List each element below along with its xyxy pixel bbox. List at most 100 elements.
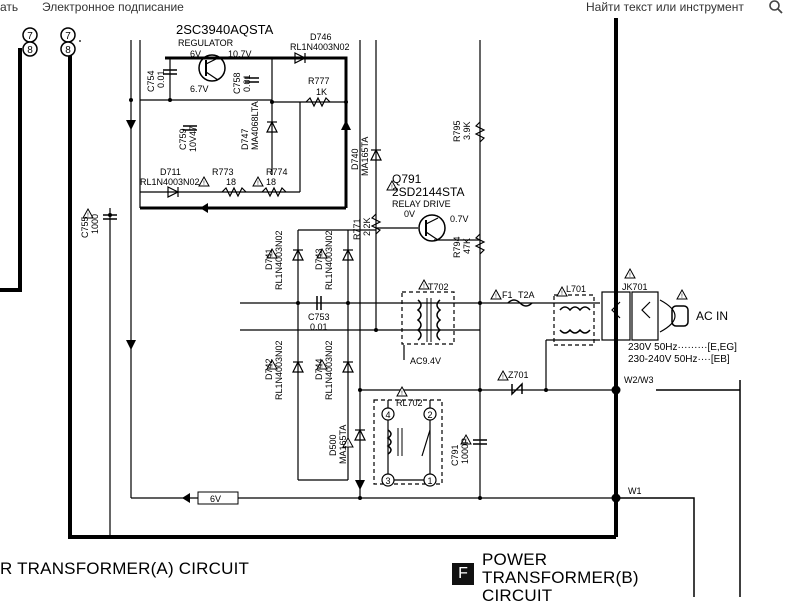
w2w3-label: W2/W3 [624,375,654,385]
relay-pin: 2 [427,410,432,420]
r794-ref: R794 [452,236,462,258]
c759-ref: C759 [178,128,188,150]
q791-part: 2SD2144STA [392,185,465,199]
c754-ref: C754 [146,70,156,92]
d747-part: MA4068LTA [250,101,260,150]
pin-label: 7 [27,31,33,42]
line-filter-l701 [553,294,595,346]
d744-ref: D744 [314,358,324,380]
r771-value: 2.2K [362,217,372,236]
signal-arrows [126,120,365,503]
r777-ref: R777 [308,76,330,86]
mains-spec-2: 230-240V 50Hz····[EB] [628,354,730,365]
viewer-toolbar: ать Электронное подписание Найти текст и… [0,0,800,20]
toolbar-item-fragment[interactable]: ать [0,0,19,14]
section-title-power: POWER [482,550,548,569]
relay-drive-transistor [418,214,446,242]
relay-rl702 [373,399,443,487]
d740-ref: D740 [350,148,360,170]
capacitor-symbols [103,69,487,445]
r795-ref: R795 [452,120,462,142]
c753-ref: C753 [308,312,330,322]
d711-ref: D711 [160,167,181,177]
c754-value: 0.01 [156,70,166,88]
r771-ref: R771 [352,218,362,240]
q791-role: RELAY DRIVE [392,199,451,209]
d746-ref: D746 [310,32,332,42]
6v-bus-tag [197,491,239,505]
t702-ref: T702 [428,282,449,292]
relay-pin: 3 [385,476,390,486]
search-icon[interactable] [768,0,784,15]
section-title-transformer-a: R TRANSFORMER(A) CIRCUIT [0,559,250,578]
l701-ref: L701 [566,284,586,294]
rl702-ref: RL702 [396,398,423,408]
d742-ref: D742 [264,358,274,380]
connector-pins: 7 8 7 8 [22,27,76,57]
section-badge: F [452,563,474,585]
relay-pin: 1 [427,476,432,486]
w1-label: W1 [628,486,642,496]
d740-part: MA165TA [360,137,370,176]
fuse-f1-symbol [507,299,533,307]
r774-ref: R774 [266,167,288,177]
c755-value: 1000 [90,214,100,234]
f1-ref: F1 [502,290,513,300]
f1-value: T2A [518,290,535,300]
r773-value: 18 [226,177,236,187]
z701-symbol [511,382,523,396]
d744-part: RL1N4003N02 [324,340,334,400]
r777-value: 1K [316,87,327,97]
warning-triangle-icon [82,176,688,449]
voltage-label: 6.7V [190,84,209,94]
r773-ref: R773 [212,167,234,177]
regulator-role: REGULATOR [178,38,234,48]
resistor-symbols [221,96,486,255]
c758-value: 0.01 [242,74,252,92]
regulator-transistor [198,54,226,82]
ac-voltage-label: AC9.4V [410,356,441,366]
ac-in-label: AC IN [696,309,728,323]
ac-inlet-jk701 [601,291,689,341]
transformer-t702 [401,291,455,345]
voltage-label: 0V [404,209,415,219]
find-text-tool[interactable]: Найти текст или инструмент [586,0,744,14]
q791-ref: Q791 [392,172,422,186]
voltage-label: 6V [190,49,201,59]
d743-ref: D743 [314,248,324,270]
jk701-ref: JK701 [622,282,648,292]
toolbar-item-e-signature[interactable]: Электронное подписание [42,0,184,14]
d741-part: RL1N4003N02 [274,230,284,290]
d500-ref: D500 [328,434,338,456]
c753-value: 0.01 [310,322,328,332]
r774-value: 18 [266,177,276,187]
mains-spec-1: 230V 50Hz·········[E,EG] [628,342,737,353]
regulator-part: 2SC3940AQSTA [176,22,274,37]
d711-part: RL1N4003N02 [140,177,200,187]
r794-value: 47K [462,238,472,254]
voltage-label: 0.7V [450,214,469,224]
d741-ref: D741 [264,248,274,270]
d500-part: MA165TA [338,425,348,464]
r795-value: 3.9K [462,121,472,140]
diode-symbols [167,52,382,441]
z701-ref: Z701 [508,370,529,380]
d747-ref: D747 [240,128,250,150]
voltage-label: 6V [210,494,221,504]
pin-label: 7 [65,31,71,42]
pin-label: 8 [65,45,71,56]
c758-ref: C758 [232,72,242,94]
c759-value: 10V47 [188,126,198,152]
d746-part: RL1N4003N02 [290,42,350,52]
d743-part: RL1N4003N02 [324,230,334,290]
junction-dots [108,98,621,503]
section-title-transformer-b: TRANSFORMER(B) [482,568,639,587]
pin-label: 8 [27,45,33,56]
section-title-circuit: CIRCUIT [482,586,553,605]
c755-ref: C755 [80,216,90,238]
c791-value: 1000P [460,438,470,464]
d742-part: RL1N4003N02 [274,340,284,400]
voltage-label: 10.7V [228,49,252,59]
relay-pin: 4 [385,410,390,420]
